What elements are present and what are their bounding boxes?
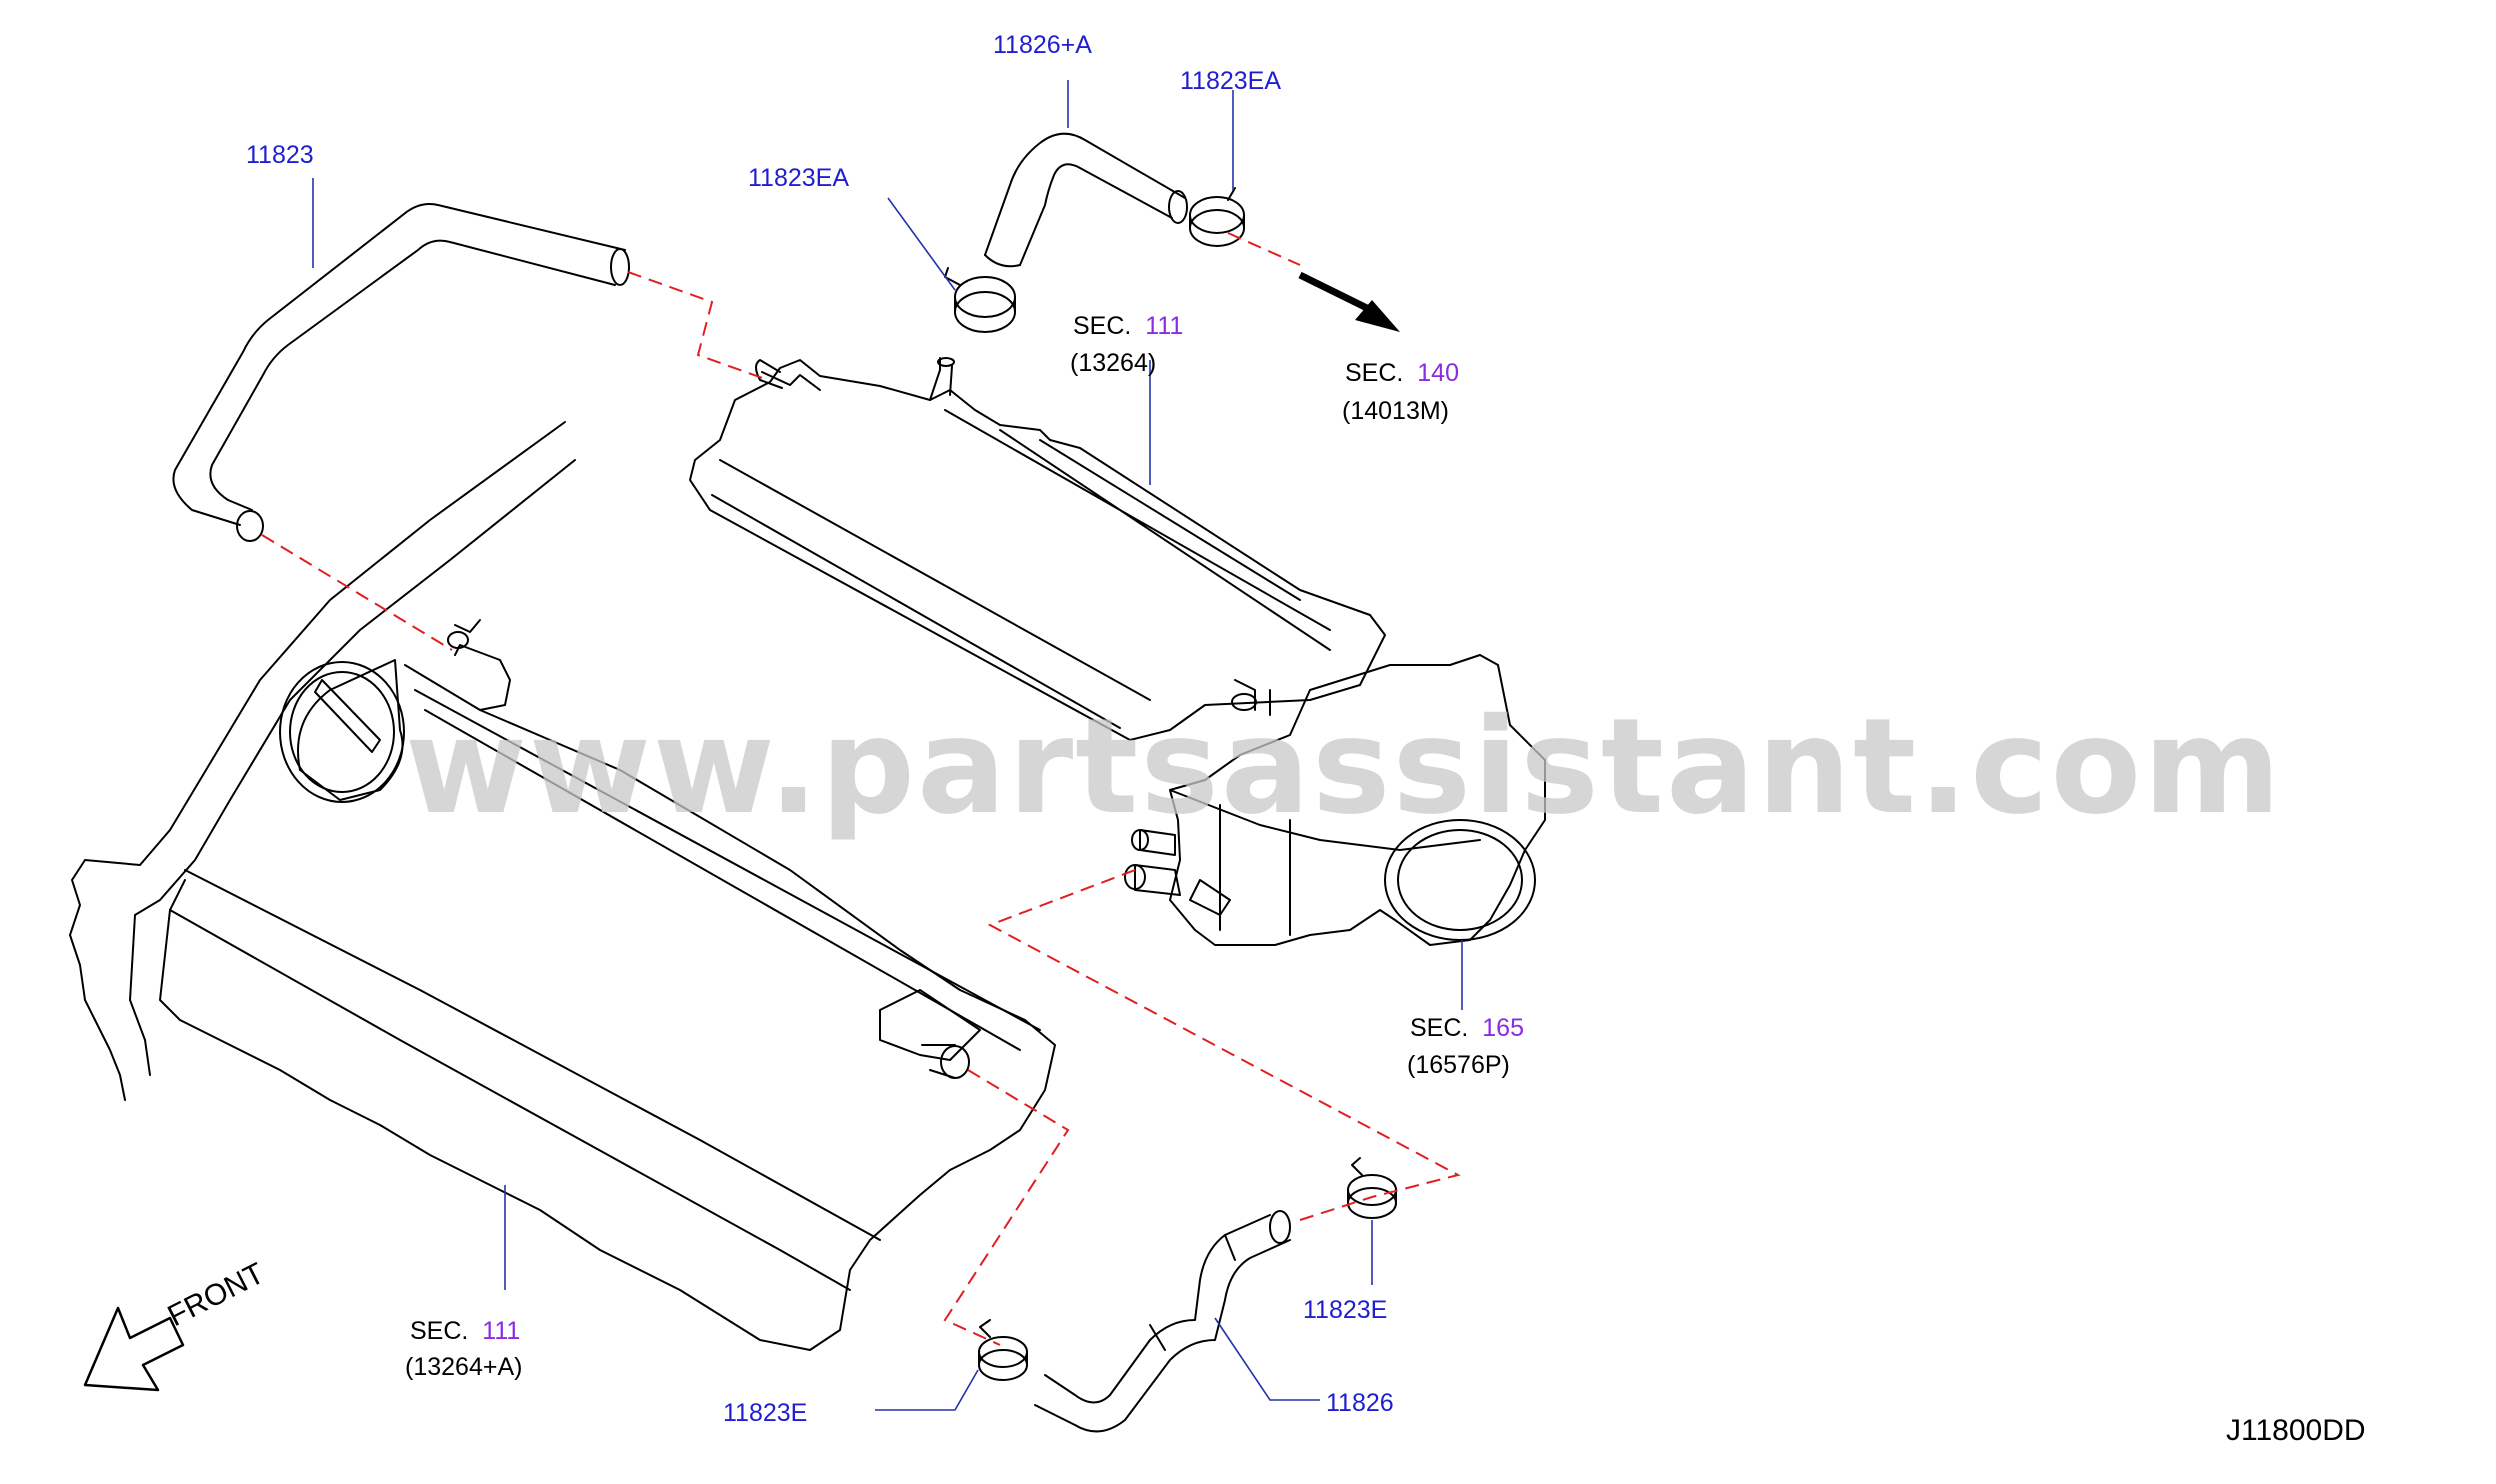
diagram-code: J11800DD	[2226, 1414, 2366, 1447]
section-label-111-top: SEC. 111	[1073, 311, 1183, 341]
watermark: www.partsassistant.com	[405, 690, 2283, 844]
clamp-11823ea-right	[1189, 187, 1245, 247]
section-ref-13264a: (13264+A)	[405, 1353, 523, 1381]
engine-block	[69, 421, 1056, 1351]
hose-11826a	[984, 132, 1188, 268]
section-ref-13264: (13264)	[1070, 349, 1157, 377]
section-prefix: SEC.	[1073, 312, 1132, 340]
part-label-11823ea-right: 11823EA	[1180, 67, 1282, 95]
part-label-11823: 11823	[246, 141, 314, 169]
section-label-165: SEC. 165	[1410, 1013, 1524, 1043]
section-number: 165	[1482, 1014, 1524, 1042]
clamp-11823e-bottom	[978, 1319, 1028, 1381]
part-label-11826: 11826	[1326, 1389, 1394, 1417]
hose-11823	[172, 203, 630, 542]
section-number: 111	[1145, 312, 1184, 340]
arrow-to-sec140	[1298, 271, 1400, 332]
section-prefix: SEC.	[410, 1317, 469, 1345]
rocker-cover-upper	[689, 357, 1386, 741]
clamp-11823ea-left	[944, 267, 1016, 333]
part-label-11826a: 11826+A	[993, 31, 1092, 59]
part-label-11823ea-left: 11823EA	[748, 164, 850, 192]
throttle-chamber	[1124, 654, 1546, 946]
section-label-140: SEC. 140	[1345, 358, 1459, 388]
section-ref-16576p: (16576P)	[1407, 1051, 1510, 1079]
section-number: 111	[482, 1317, 521, 1345]
section-number: 140	[1417, 359, 1459, 387]
hose-11826	[1034, 1210, 1291, 1433]
section-prefix: SEC.	[1410, 1014, 1469, 1042]
part-label-11823e-bottom: 11823E	[723, 1399, 808, 1427]
front-arrow-icon	[83, 1306, 185, 1392]
section-label-111-bottom: SEC. 111	[410, 1316, 520, 1346]
part-label-11823e-right: 11823E	[1303, 1296, 1388, 1324]
leader-lines	[312, 80, 1463, 1411]
clamp-11823e-right	[1347, 1157, 1397, 1219]
section-prefix: SEC.	[1345, 359, 1404, 387]
section-ref-14013m: (14013M)	[1342, 397, 1449, 425]
connection-lines	[261, 232, 1461, 1346]
